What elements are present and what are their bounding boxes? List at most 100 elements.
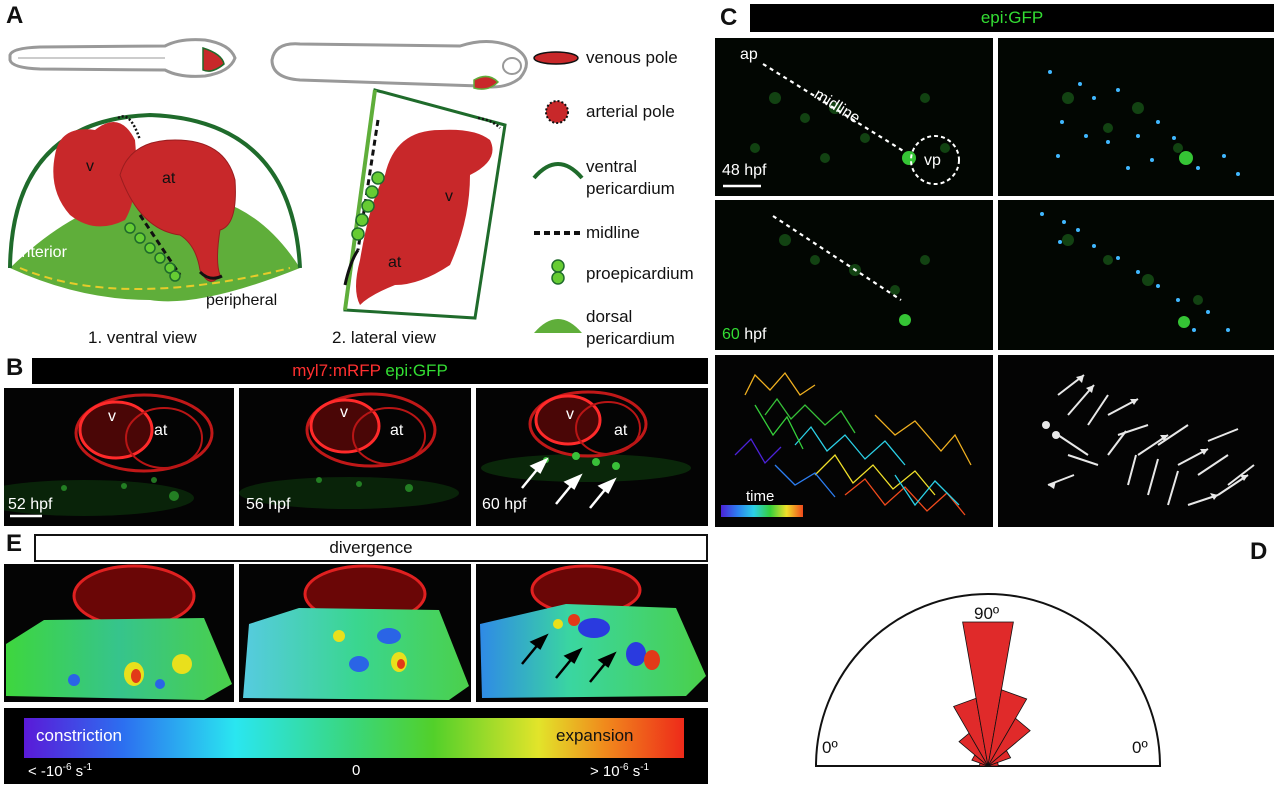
label-interior: interior <box>18 244 67 261</box>
panel-e-letter: E <box>6 530 23 557</box>
panel-c-frame-60-left <box>715 200 993 350</box>
label-peripheral: peripheral <box>206 292 278 309</box>
tick-left-unit: s <box>71 763 84 780</box>
angle-90: 90º <box>974 604 1000 623</box>
tick-right-base: > 10 <box>590 763 620 780</box>
frame-1-image <box>4 388 234 526</box>
c48-left-image <box>715 38 993 196</box>
legend-venous-pole: venous pole <box>586 48 678 67</box>
tick-left-exp: -6 <box>62 762 72 773</box>
tick-right-unit-exp: -1 <box>640 762 650 773</box>
panel-e-frame-1 <box>4 564 234 702</box>
frame-2-at: at <box>390 422 404 439</box>
arterial-pole-icon <box>545 100 569 124</box>
legend-dorsal-pericardium: dorsal pericardium <box>586 307 675 348</box>
tracks-image <box>715 355 993 527</box>
legend-arterial-pole: arterial pole <box>586 102 675 121</box>
panel-e-header: divergence <box>34 534 708 562</box>
header-epi: epi:GFP <box>385 361 448 380</box>
panel-c-letter: C <box>720 4 738 31</box>
time-legend-label: time <box>746 488 775 505</box>
legend-icons <box>532 51 584 333</box>
panel-b-header: myl7:mRFP epi:GFP <box>32 358 708 384</box>
divergence-scale-bar <box>4 708 708 784</box>
c60-right-image <box>998 200 1274 350</box>
panel-c-frame-tracks <box>715 355 993 527</box>
c-time-60: 60 hpf <box>722 326 767 344</box>
frame-2-image <box>239 388 471 526</box>
legend-ventral-pericardium: ventral pericardium <box>586 157 675 198</box>
header-myl7: myl7:mRFP <box>292 361 381 380</box>
vectors-image <box>998 355 1274 527</box>
label-at-ventral: at <box>162 170 176 187</box>
label-at-lateral: at <box>388 254 402 271</box>
venous-pole-icon <box>533 51 579 65</box>
frame-3-v: v <box>566 406 574 423</box>
c-label-ap: ap <box>740 46 758 63</box>
frame-2-time: 56 hpf <box>246 496 291 513</box>
scale-tick-right: > 10-6 s-1 <box>590 762 649 780</box>
panel-b-frame-2 <box>239 388 471 526</box>
frame-2-v: v <box>340 404 348 421</box>
scale-label-constriction: constriction <box>36 726 122 745</box>
rose-wedge-6 <box>987 717 1031 767</box>
panel-c-frame-60-right <box>998 200 1274 350</box>
c-label-vp: vp <box>924 152 941 169</box>
panel-b-frame-1 <box>4 388 234 526</box>
div-frame-2-image <box>239 564 471 702</box>
panel-e-frame-2 <box>239 564 471 702</box>
lateral-view-diagram <box>343 88 507 320</box>
frame-1-time: 52 hpf <box>8 496 53 513</box>
div-frame-3-image <box>476 564 708 702</box>
divergence-color-gradient <box>24 718 684 758</box>
legend-proepicardium: proepicardium <box>586 264 694 283</box>
panel-c-frame-48-right <box>998 38 1274 196</box>
label-v-ventral: v <box>86 158 94 175</box>
panel-a-letter: A <box>6 2 24 29</box>
angle-0-left: 0º <box>822 738 838 757</box>
angle-0-right: 0º <box>1132 738 1148 757</box>
frame-3-image <box>476 388 708 526</box>
frame-1-at: at <box>154 422 168 439</box>
tick-right-unit: s <box>628 763 641 780</box>
ventral-view-diagram <box>8 112 302 302</box>
legend-midline: midline <box>586 223 640 242</box>
panel-a-illustration <box>8 38 584 333</box>
dorsal-pericardium-icon <box>534 319 582 333</box>
frame-3-at: at <box>614 422 628 439</box>
panel-c-frame-vectors <box>998 355 1274 527</box>
tick-left-unit-exp: -1 <box>83 762 93 773</box>
panel-b-letter: B <box>6 354 24 381</box>
view1-caption: 1. ventral view <box>88 328 197 347</box>
larva-lateral-outline <box>270 40 528 90</box>
proepicardium-beads-lateral <box>351 171 385 241</box>
c-time-60-num: 60 <box>722 326 740 343</box>
rose-diagram <box>814 593 1162 767</box>
c48-right-image <box>998 38 1274 196</box>
rose-wedge-8 <box>987 761 999 767</box>
scale-tick-mid: 0 <box>352 762 361 779</box>
proepicardium-icon <box>551 259 565 285</box>
proepicardium-beads-ventral <box>124 222 181 282</box>
panel-e-frame-3 <box>476 564 708 702</box>
scale-label-expansion: expansion <box>556 726 634 745</box>
frame-3-time: 60 hpf <box>482 496 527 513</box>
c-time-48: 48 hpf <box>722 162 767 179</box>
scale-tick-left: < -10-6 s-1 <box>28 762 92 780</box>
rose-bars <box>953 621 1031 767</box>
c-time-60-unit: hpf <box>744 326 767 343</box>
panel-c-header: epi:GFP <box>750 4 1274 32</box>
rose-wedge-7 <box>987 749 1012 767</box>
panel-d-letter: D <box>1250 538 1268 565</box>
larva-ventral-outline <box>8 38 237 78</box>
label-v-lateral: v <box>445 188 453 205</box>
frame-1-v: v <box>108 408 116 425</box>
div-frame-1-image <box>4 564 234 702</box>
ventral-pericardium-icon <box>532 162 584 180</box>
panel-c-frame-48-left <box>715 38 993 196</box>
tick-right-exp: -6 <box>619 762 629 773</box>
view2-caption: 2. lateral view <box>332 328 436 347</box>
tick-left-base: < -10 <box>28 763 63 780</box>
panel-b-frame-3 <box>476 388 708 526</box>
c60-left-image <box>715 200 993 350</box>
